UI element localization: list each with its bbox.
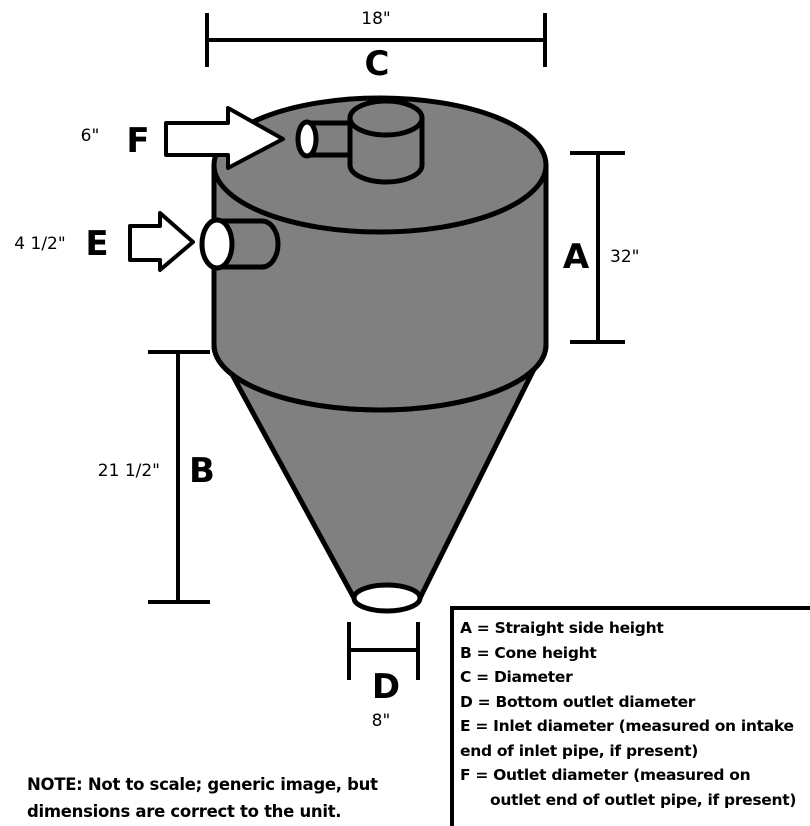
- dimension-b-letter: B: [189, 451, 215, 491]
- dimension-f-value: 6": [81, 126, 100, 146]
- legend-item-a: A = Straight side height: [460, 619, 664, 637]
- legend-item-f-cont: outlet end of outlet pipe, if present): [490, 790, 797, 809]
- dimension-a-line: [570, 151, 625, 344]
- arrow-e-icon: [128, 211, 195, 272]
- legend-item-d: D = Bottom outlet diameter: [460, 692, 696, 711]
- bottom-outlet-opening: [351, 582, 423, 614]
- outlet-opening: [295, 119, 319, 159]
- inlet-opening: [199, 217, 235, 271]
- dimension-c-line: [205, 13, 547, 67]
- note-line-2: dimensions are correct to the unit.: [27, 802, 342, 821]
- legend-box: A = Straight side height B = Cone height…: [450, 606, 810, 826]
- legend-item-b: B = Cone height: [460, 643, 597, 662]
- dimension-d-value: 8": [372, 711, 391, 731]
- dimension-b-line: [148, 350, 210, 604]
- note: NOTE: Not to scale; generic image, but d…: [27, 771, 378, 825]
- dimension-d-letter: D: [372, 667, 400, 707]
- note-line-1: NOTE: Not to scale; generic image, but: [27, 775, 378, 794]
- dimension-a-value: 32": [610, 247, 639, 267]
- dimension-f-letter: F: [126, 121, 149, 161]
- legend-item-e-cont: end of inlet pipe, if present): [460, 741, 699, 760]
- legend-item-f: F = Outlet diameter (measured on: [460, 766, 751, 784]
- dimension-c-letter: C: [365, 44, 390, 84]
- outlet-stack-top: [347, 98, 425, 138]
- dimension-e-value: 4 1/2": [14, 234, 65, 254]
- legend-item-e: E = Inlet diameter (measured on intake: [460, 717, 794, 735]
- legend-item-c: C = Diameter: [460, 668, 573, 686]
- dimension-c-value: 18": [361, 9, 390, 29]
- dimension-e-letter: E: [85, 224, 108, 264]
- cylinder-bottom-seam: [211, 344, 549, 413]
- dimension-a-letter: A: [563, 237, 590, 277]
- dimension-b-value: 21 1/2": [98, 461, 160, 481]
- dimension-d-line: [347, 622, 420, 680]
- arrow-f-icon: [164, 106, 285, 170]
